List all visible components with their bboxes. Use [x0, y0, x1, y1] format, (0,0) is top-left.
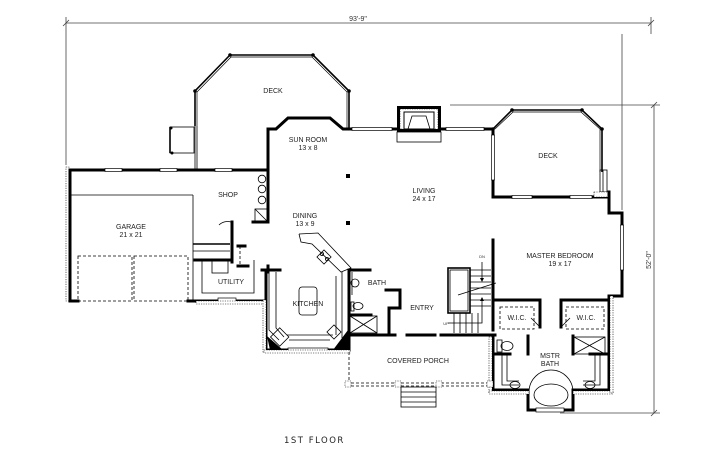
- sun-room-bay: [266, 116, 352, 172]
- shop-label: SHOP: [218, 192, 238, 199]
- mstr-bath-label-2: BATH: [541, 361, 559, 368]
- width-dimension-label: 93'-9": [349, 16, 367, 23]
- stair-up-label: UP: [443, 321, 449, 326]
- width-dimension: 93'-9": [62, 16, 655, 165]
- master-suite: [488, 295, 614, 413]
- dining-size: 13 x 9: [295, 221, 314, 228]
- sun-room-label: SUN ROOM: [289, 137, 328, 144]
- utility-label: UTILITY: [218, 279, 244, 286]
- living-label: LIVING: [413, 188, 436, 195]
- depth-dimension: 52'-0": [450, 34, 660, 417]
- garage-size: 21 x 21: [120, 232, 143, 239]
- covered-porch: [344, 352, 494, 408]
- depth-dimension-label: 52'-0": [646, 251, 653, 269]
- deck-right-label: DECK: [538, 153, 558, 160]
- master-bedroom-label: MASTER BEDROOM: [526, 253, 593, 260]
- column: [346, 221, 350, 225]
- deck-left: [169, 53, 351, 170]
- kitchen: [260, 232, 352, 354]
- fireplace: [396, 106, 442, 143]
- living-size: 24 x 17: [413, 196, 436, 203]
- master-bedroom-size: 19 x 17: [549, 261, 572, 268]
- entry-label: ENTRY: [410, 305, 434, 312]
- deck-left-label: DECK: [263, 88, 283, 95]
- garage-label: GARAGE: [116, 224, 146, 231]
- sun-room-size: 13 x 8: [298, 145, 317, 152]
- bath-label: BATH: [368, 280, 386, 287]
- kitchen-label: KITCHEN: [293, 301, 324, 308]
- dining-label: DINING: [293, 213, 318, 220]
- stair-down-label: DN: [479, 254, 485, 259]
- deck-right: [491, 108, 608, 193]
- north-wall: [348, 127, 495, 131]
- floor-title: 1ST FLOOR: [284, 436, 345, 446]
- column: [346, 174, 350, 178]
- utility: [193, 220, 267, 305]
- wic-right-label: W.I.C.: [576, 315, 595, 322]
- mstr-bath-label: MSTR: [540, 353, 560, 360]
- bath-entry: [347, 268, 497, 337]
- stairs: DN UP: [443, 254, 497, 333]
- wic-left-label: W.I.C.: [507, 315, 526, 322]
- living-east-wall: [491, 127, 624, 392]
- covered-porch-label: COVERED PORCH: [387, 358, 449, 365]
